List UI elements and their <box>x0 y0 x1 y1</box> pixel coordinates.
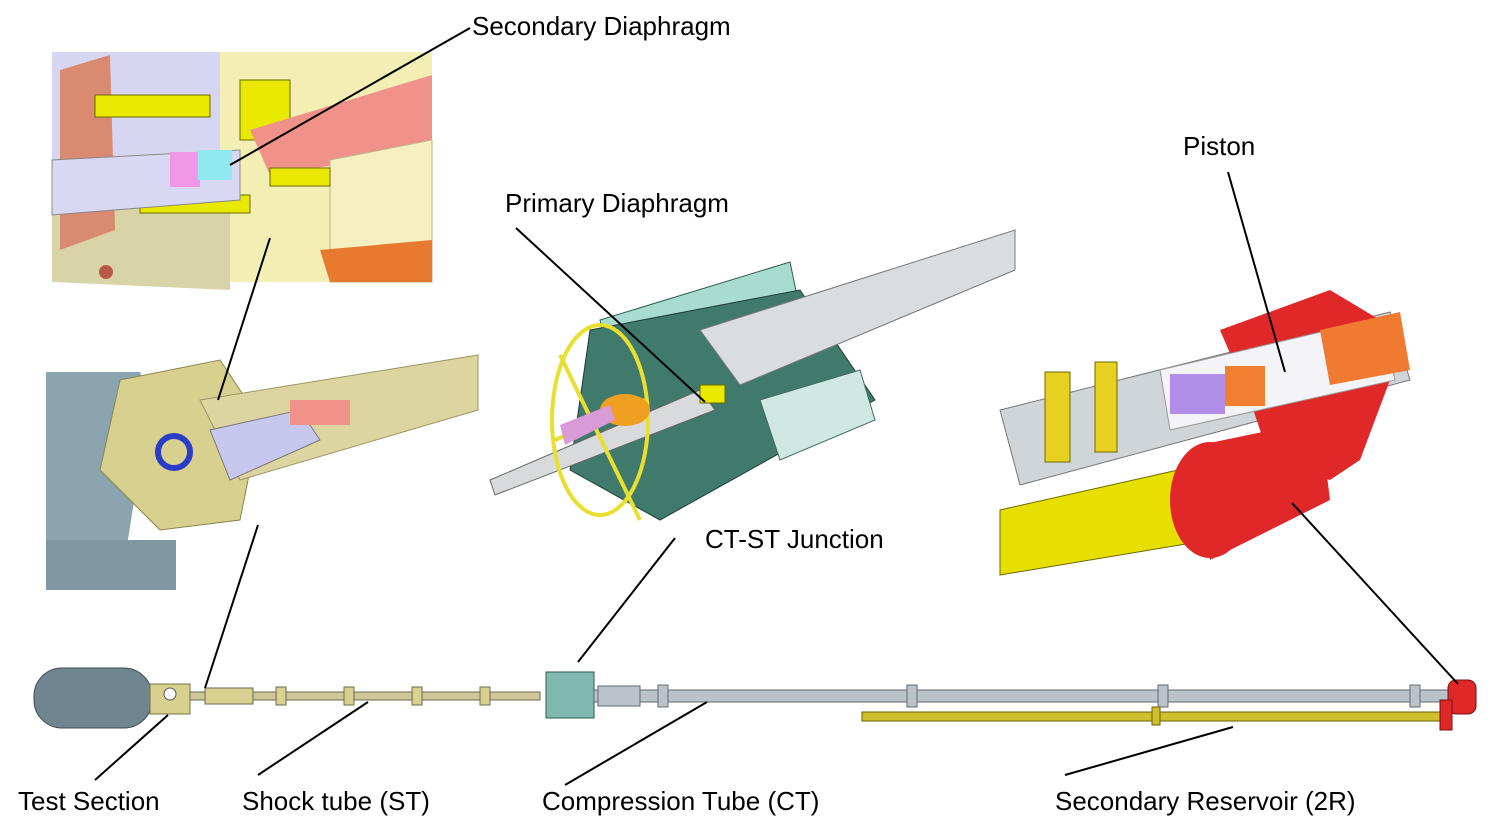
test-section-tank <box>33 667 153 729</box>
reservoir-head <box>1447 679 1477 715</box>
label-secondary-diaphragm: Secondary Diaphragm <box>472 11 731 41</box>
leader-compression-tube <box>564 701 708 786</box>
label-shock-tube: Shock tube (ST) <box>242 786 430 816</box>
leader-primary-diaphragm <box>515 227 706 403</box>
label-piston: Piston <box>1183 131 1256 161</box>
label-secondary-reservoir: Secondary Reservoir (2R) <box>1055 786 1356 816</box>
shock-tube <box>189 691 541 701</box>
inset-secondary-diaphragm <box>51 52 433 290</box>
label-ct-st-junction: CT-ST Junction <box>705 524 884 554</box>
compression-tube <box>593 689 1455 703</box>
facility-assembly <box>33 667 1477 731</box>
inset-piston <box>999 290 1411 576</box>
leader-secondary-reservoir <box>1064 726 1234 776</box>
leader-piston <box>1227 171 1286 373</box>
inset-nozzle-junction <box>46 354 479 590</box>
label-test-section: Test Section <box>18 786 160 816</box>
label-primary-diaphragm: Primary Diaphragm <box>505 188 729 218</box>
leader-piston-main <box>1291 502 1459 685</box>
leader-secondary-diaphragm <box>229 27 471 166</box>
inset-ct-st-junction <box>489 229 1016 521</box>
leader-inset-link-upper <box>217 237 271 401</box>
label-compression-tube: Compression Tube (CT) <box>542 786 820 816</box>
leader-inset-link-lower <box>204 524 259 689</box>
leader-shock-tube <box>257 701 369 776</box>
leader-test-section <box>94 714 169 781</box>
ct-st-junction-block <box>545 671 595 719</box>
leader-ct-st-junction <box>577 537 676 663</box>
leader-lines <box>94 27 1459 786</box>
